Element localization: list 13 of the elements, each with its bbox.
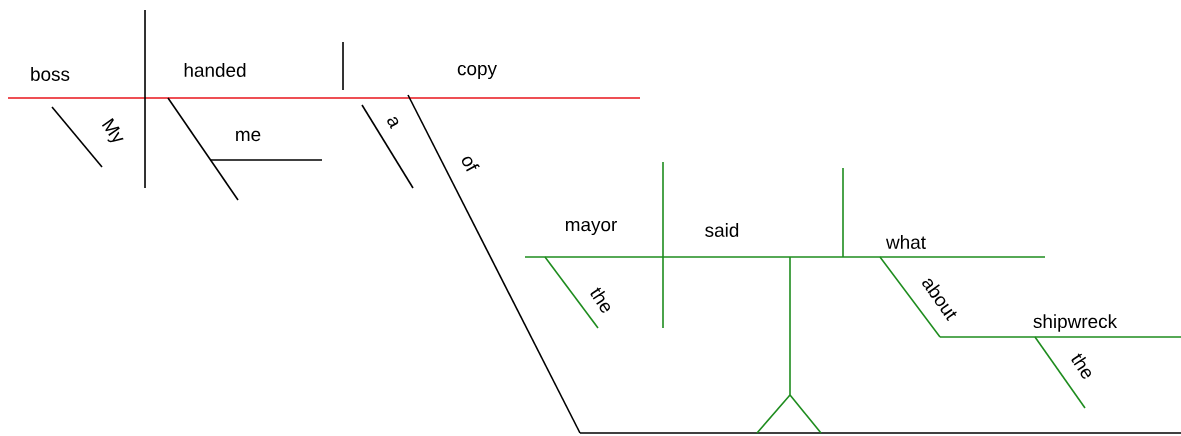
word-label: boss (31, 67, 70, 81)
word-label: said (705, 223, 739, 237)
word-label: mayor (565, 220, 617, 236)
word-label: a (387, 117, 399, 129)
word-label: handed (184, 63, 246, 77)
word-label: copy (457, 64, 497, 80)
word-label: what (886, 235, 926, 249)
word-label: of (462, 156, 480, 172)
word-label: the (1071, 353, 1091, 379)
word-label: me (236, 130, 261, 142)
word-label: shipwreck (1033, 314, 1118, 332)
word-label: the (590, 287, 611, 313)
word-label: My (101, 118, 124, 143)
